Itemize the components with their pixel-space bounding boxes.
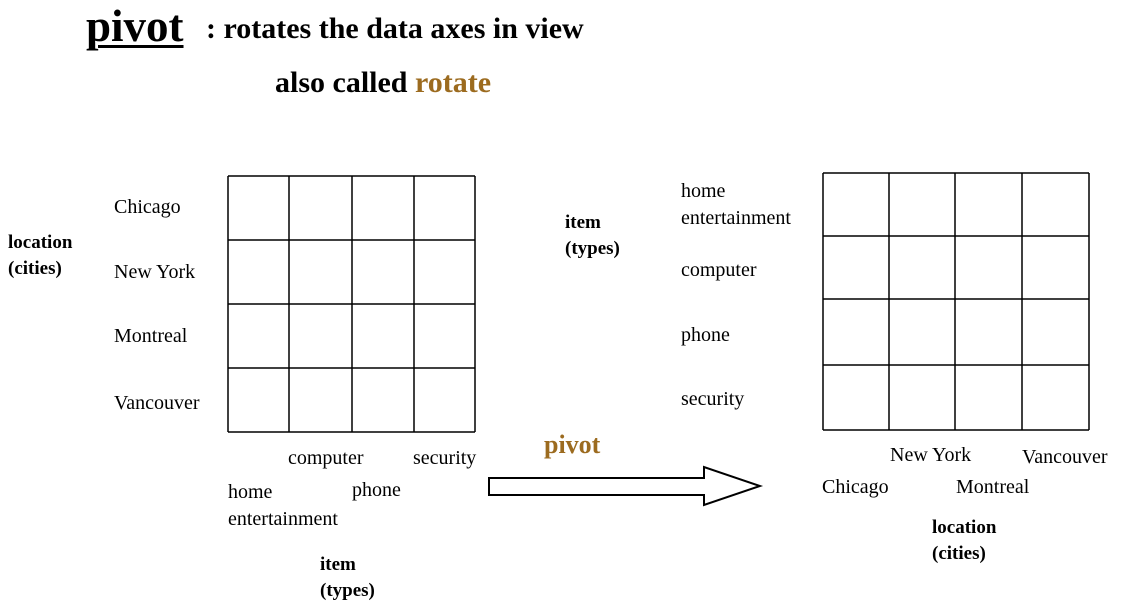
left-row-label-vancouver: Vancouver [114,392,200,414]
right-col-label-vancouver: Vancouver [1022,446,1108,468]
right-col-axis-label-line1: location [932,517,997,538]
left-col-label-home-line2: entertainment [228,508,338,530]
right-data-grid [822,172,1090,431]
left-col-label-home-line1: home [228,481,273,503]
right-row-label-home-line2: entertainment [681,207,791,229]
left-row-label-chicago: Chicago [114,196,181,218]
left-col-label-phone: phone [352,479,401,501]
right-row-label-home-line1: home [681,180,726,202]
right-row-label-phone: phone [681,324,730,346]
subtitle-keyword: rotate [415,66,492,99]
right-col-label-chicago: Chicago [822,476,889,498]
right-col-axis-label-line2: (cities) [932,543,986,564]
right-grid-lines [822,172,1090,431]
pivot-arrow-label: pivot [544,430,601,459]
left-row-axis-label: location (cities) [8,230,72,282]
right-col-label-montreal: Montreal [956,476,1030,498]
right-col-label-new-york: New York [890,444,972,466]
left-row-axis-label-line1: location [8,232,73,253]
left-col-axis-label-line2: (types) [320,580,375,601]
subtitle-prefix: also called [275,66,415,99]
left-col-axis-label: item (types) [320,552,375,604]
pivot-arrow-icon [488,465,764,507]
left-row-label-new-york: New York [114,261,196,283]
left-grid-lines [227,175,476,433]
right-row-label-security: security [681,388,745,410]
right-row-label-computer: computer [681,259,757,281]
title-keyword: pivot [86,1,184,51]
left-col-label-security: security [413,447,477,469]
left-data-grid [227,175,476,433]
right-row-axis-label: item (types) [565,210,620,262]
right-row-axis-label-line2: (types) [565,238,620,259]
left-row-axis-label-line2: (cities) [8,258,62,279]
left-col-label-computer: computer [288,447,364,469]
right-col-axis-label: location (cities) [932,515,996,567]
left-col-axis-label-line1: item [320,554,356,575]
title-description: : rotates the data axes in view [206,12,584,45]
right-row-axis-label-line1: item [565,212,601,233]
left-row-label-montreal: Montreal [114,325,188,347]
subtitle: also called rotate [275,66,491,100]
